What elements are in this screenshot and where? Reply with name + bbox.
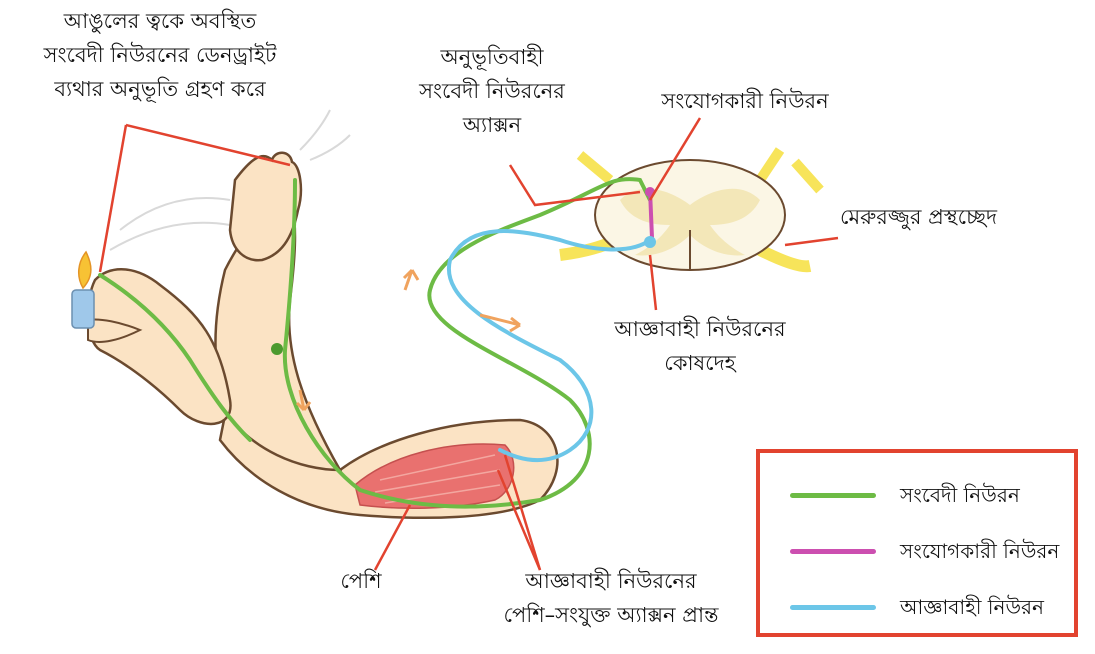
finger-dendrite-label-line-3: ব্যথার অনুভূতি গ্রহণ করে <box>10 72 310 106</box>
legend-swatch-interneuron <box>790 549 876 554</box>
other-hand <box>88 269 230 424</box>
motor-cell-body-label-line-1: আজ্ঞাবাহী নিউরনের <box>590 312 810 346</box>
sensory-cell-body <box>271 343 283 355</box>
muscle-label: পেশি <box>326 564 396 598</box>
legend-label-sensory: সংবেদী নিউরন <box>900 477 1020 513</box>
finger-dendrite-label: আঙুলের ত্বকে অবস্থিত সংবেদী নিউরনের ডেনড… <box>10 4 310 106</box>
legend-label-interneuron: সংযোগকারী নিউরন <box>900 533 1059 569</box>
sensory-axon-label: অনুভূতিবাহী সংবেদী নিউরনের অ্যাক্সন <box>392 40 592 142</box>
legend-item-interneuron: সংযোগকারী নিউরন <box>760 531 1074 571</box>
finger-dendrite-label-line-2: সংবেদী নিউরনের ডেনড্রাইট <box>10 38 310 72</box>
finger-dendrite-label-line-1: আঙুলের ত্বকে অবস্থিত <box>10 4 310 38</box>
dorsal-root-right <box>760 250 810 266</box>
motor-cell-body-label: আজ্ঞাবাহী নিউরনের কোষদেহ <box>590 312 810 380</box>
legend-label-motor: আজ্ঞাবাহী নিউরন <box>900 589 1044 625</box>
interneuron-label: সংযোগকারী নিউরন <box>630 84 860 118</box>
spinal-cross-section-label: মেরুরজ্জুর প্রস্থচ্ছেদ <box>840 200 1070 234</box>
motor-cell-body <box>644 236 656 248</box>
signal-arrow-icon <box>297 270 520 410</box>
spinal-cord-cross-section <box>560 150 820 270</box>
motor-axon-end-label-line-1: আজ্ঞাবাহী নিউরনের <box>476 564 746 598</box>
legend-item-sensory: সংবেদী নিউরন <box>760 475 1074 515</box>
motor-axon-end-label-line-2: পেশি–সংযুক্ত অ্যাক্সন প্রান্ত <box>476 598 746 632</box>
sensory-axon-label-line-1: অনুভূতিবাহী <box>392 40 592 74</box>
legend-item-motor: আজ্ঞাবাহী নিউরন <box>760 587 1074 627</box>
legend: সংবেদী নিউরন সংযোগকারী নিউরন আজ্ঞাবাহী ন… <box>756 449 1078 637</box>
motor-axon-end-label: আজ্ঞাবাহী নিউরনের পেশি–সংযুক্ত অ্যাক্সন … <box>476 564 746 632</box>
legend-swatch-motor <box>790 605 876 610</box>
sensory-axon-label-line-2: সংবেদী নিউরনের <box>392 74 592 108</box>
candle-flame-icon <box>72 252 94 328</box>
sensory-axon-label-line-3: অ্যাক্সন <box>392 108 592 142</box>
legend-swatch-sensory <box>790 493 876 498</box>
motor-cell-body-label-line-2: কোষদেহ <box>590 346 810 380</box>
